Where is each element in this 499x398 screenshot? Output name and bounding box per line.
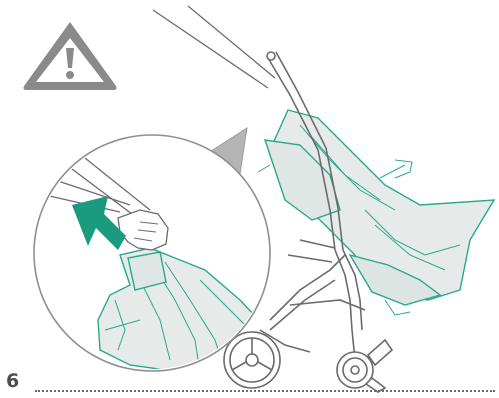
detail-magnifier [34,135,270,372]
stroller-seat-fabric [265,110,494,305]
step-number: 6 [6,372,19,391]
warning-triangle-icon [23,22,116,90]
dotted-divider [35,390,495,392]
rear-wheel [337,340,392,392]
stroller-handlebar [153,6,275,88]
